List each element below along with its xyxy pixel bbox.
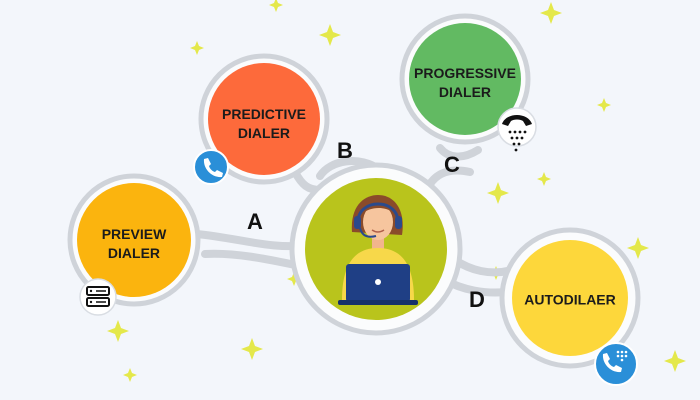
circle-autodialer (512, 240, 628, 356)
sparkle-1 (319, 24, 341, 46)
sparkle-6 (487, 182, 509, 204)
connector-letter-c: C (444, 152, 460, 177)
sparkle-11 (241, 338, 263, 360)
predictive-line2: DIALER (237, 125, 291, 141)
label-preview-dialer: PREVIEW DIALER (102, 225, 167, 263)
predictive-line1: PREDICTIVE (221, 106, 307, 122)
progressive-line1: PROGRESSIVE (414, 65, 516, 81)
agent-illustration (338, 195, 418, 305)
sparkle-8 (627, 237, 649, 259)
preview-line2: DIALER (107, 245, 161, 261)
circle-predictive (208, 63, 320, 175)
label-progressive-dialer: PROGRESSIVE DIALER (414, 64, 516, 102)
circle-preview (77, 183, 191, 297)
connector-letter-b: B (337, 138, 353, 163)
sparkle-12 (123, 368, 137, 382)
sparkle-2 (540, 2, 562, 24)
sparkle-14 (287, 272, 301, 286)
phone-call-icon (193, 149, 229, 185)
server-icon (79, 278, 117, 316)
autodialer-line1: AUTODILAER (524, 291, 616, 308)
sparkle-3 (190, 41, 204, 55)
sparkle-10 (107, 320, 129, 342)
telephone-shower-icon (497, 107, 537, 152)
connector-letter-a: A (247, 209, 263, 234)
preview-line1: PREVIEW (101, 226, 167, 242)
connector-c (426, 144, 482, 188)
sparkles (107, 0, 686, 382)
sparkle-13 (664, 350, 686, 372)
phone-dialpad-icon (594, 342, 638, 386)
connector-letter-d: D (469, 287, 485, 312)
sparkle-7 (537, 172, 551, 186)
sparkle-4 (269, 0, 283, 12)
label-predictive-dialer: PREDICTIVE DIALER (222, 105, 306, 143)
progressive-line2: DIALER (438, 84, 492, 100)
label-autodialer: AUTODILAER (524, 291, 616, 310)
circle-progressive (409, 23, 521, 135)
sparkle-5 (597, 98, 611, 112)
